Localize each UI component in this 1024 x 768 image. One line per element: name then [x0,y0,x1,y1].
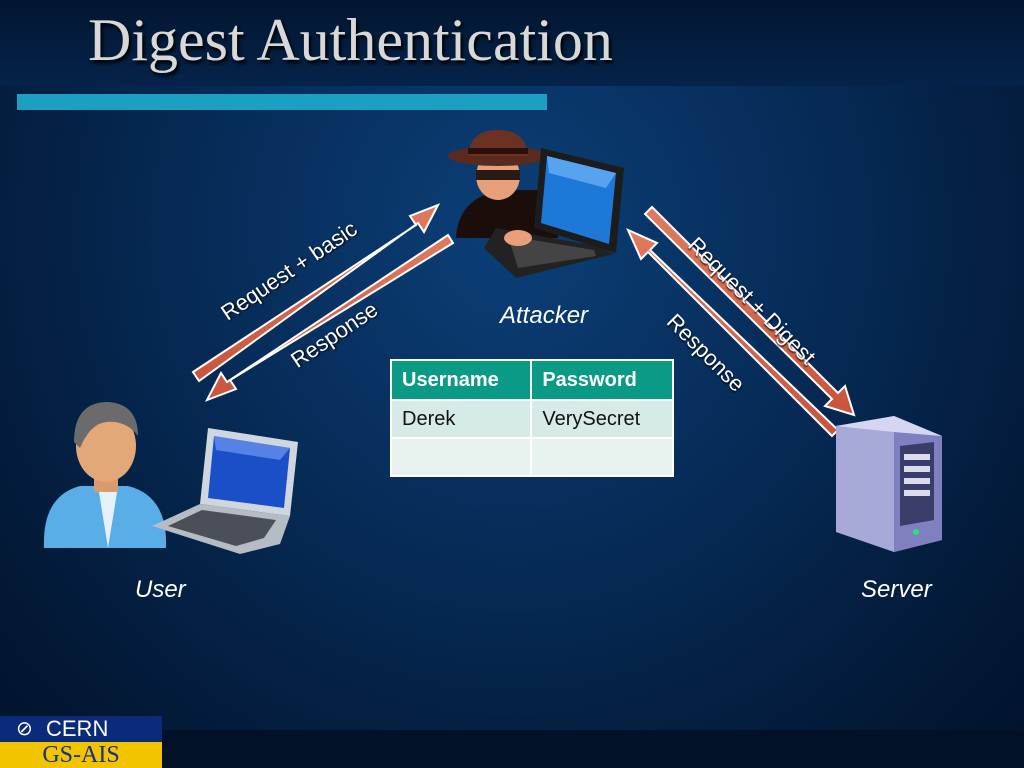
cern-logo-block: ⊘ CERN GS-AIS [0,716,162,768]
slide-title: Digest Authentication [88,7,613,73]
cern-banner: ⊘ CERN [0,716,162,742]
table-header-row: Username Password [389,359,674,401]
credentials-table: Username Password Derek VerySecret [389,359,674,477]
column-header-username: Username [389,359,533,401]
dept-banner: GS-AIS [0,742,162,768]
cell-password [530,437,674,477]
table-row: Derek VerySecret [389,399,674,439]
table-row [389,437,674,477]
footer-bar [0,730,1024,768]
right-request-arrow [643,205,856,417]
server-label: Server [861,576,932,603]
right-response-arrow [626,228,840,438]
left-response-arrow [204,233,455,402]
attacker-icon [448,130,624,278]
cell-username [389,437,533,477]
user-label: User [135,576,186,603]
title-underline [17,94,547,110]
cern-logo-icon: ⊘ [16,718,33,740]
cell-username: Derek [389,399,533,439]
server-icon [836,416,942,552]
attacker-label: Attacker [500,302,589,329]
user-icon [43,402,298,554]
left-request-arrow [191,203,441,383]
column-header-password: Password [530,359,674,401]
cell-password: VerySecret [530,399,674,439]
title-bar [0,0,1024,86]
cern-text: CERN [46,716,109,741]
